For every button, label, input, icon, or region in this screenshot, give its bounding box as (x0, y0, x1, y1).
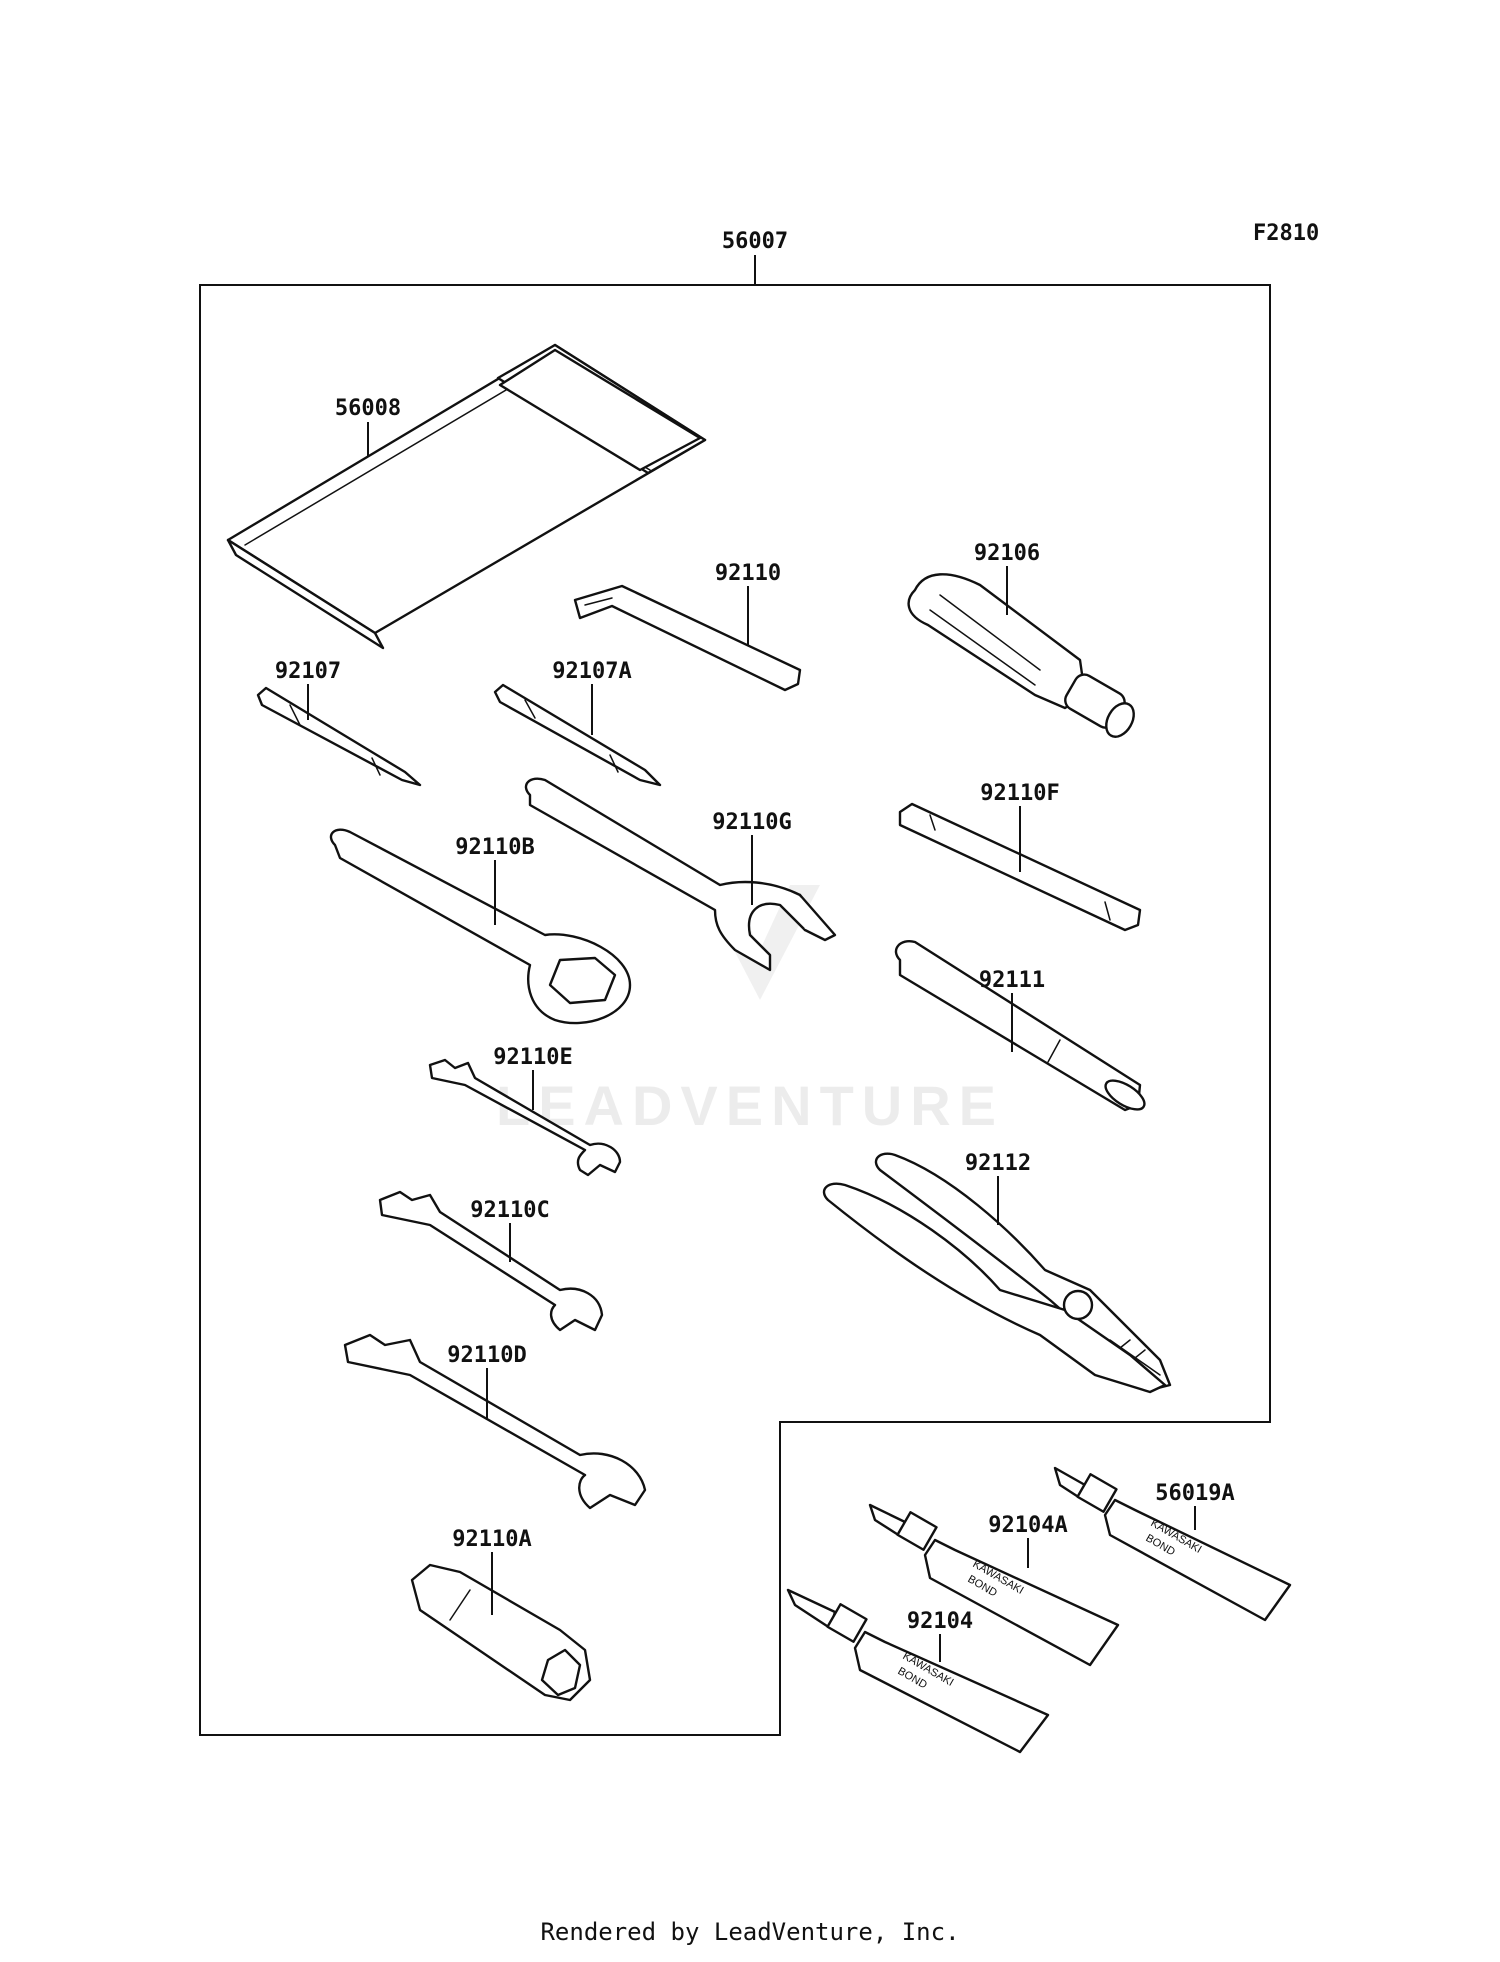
wrench-e[interactable] (428, 1058, 622, 1177)
label-tube[interactable]: 92104 (907, 1609, 973, 1634)
wrench-d[interactable] (343, 1333, 647, 1510)
plug-wrench-a[interactable] (410, 1563, 592, 1702)
label-wrench-d[interactable]: 92110D (447, 1343, 526, 1368)
label-plug-wrench-a[interactable]: 92110A (452, 1527, 531, 1552)
pliers[interactable] (822, 1152, 1172, 1394)
footer-credit: Rendered by LeadVenture, Inc. (540, 1918, 960, 1946)
hex-wrench[interactable] (573, 584, 802, 692)
label-wrench-e[interactable]: 92110E (493, 1045, 572, 1070)
label-box-wrench-b[interactable]: 92110B (455, 835, 534, 860)
label-wrench-g[interactable]: 92110G (712, 810, 791, 835)
tool-case[interactable] (226, 343, 707, 650)
label-pliers[interactable]: 92112 (965, 1151, 1031, 1176)
label-hex-wrench[interactable]: 92110 (715, 561, 781, 586)
figure-code: F2810 (1253, 221, 1319, 246)
label-bit-a[interactable]: 92107A (552, 659, 631, 684)
label-tube-a[interactable]: 92104A (988, 1513, 1067, 1538)
label-handle[interactable]: 92111 (979, 968, 1045, 993)
wrench-g[interactable] (524, 777, 837, 972)
label-bit[interactable]: 92107 (275, 659, 341, 684)
label-wrench-f[interactable]: 92110F (980, 781, 1059, 806)
kit-outline (199, 284, 1271, 1736)
watermark-text: LEADVENTURE (496, 1074, 1004, 1137)
label-screwdriver-grip[interactable]: 92106 (974, 541, 1040, 566)
label-case[interactable]: 56008 (335, 396, 401, 421)
label-kit[interactable]: 56007 (722, 229, 788, 254)
bit-a[interactable] (493, 683, 662, 787)
handle[interactable] (894, 940, 1149, 1115)
label-wrench-c[interactable]: 92110C (470, 1198, 549, 1223)
screwdriver-grip[interactable] (907, 573, 1140, 741)
bit[interactable] (256, 686, 422, 787)
label-bond-a[interactable]: 56019A (1155, 1481, 1234, 1506)
box-wrench-b[interactable] (329, 828, 632, 1025)
wrench-c[interactable] (378, 1190, 604, 1332)
